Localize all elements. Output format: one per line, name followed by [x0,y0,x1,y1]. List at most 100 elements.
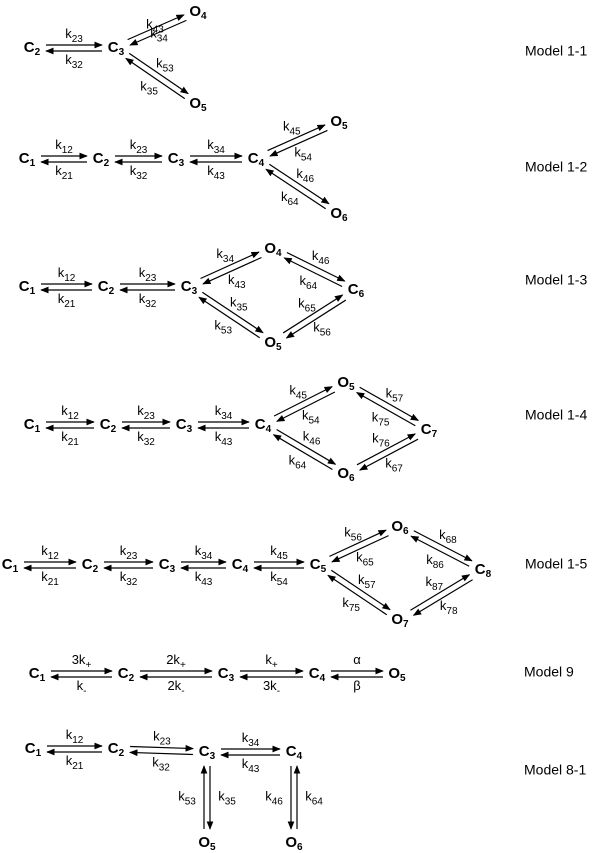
arrow-c3-o5-bwd [125,57,186,100]
state-c3: C3 [218,665,235,684]
rate-k46-4: k46 [265,789,283,807]
state-c8: C8 [475,561,492,580]
rate-k34-2: k34 [216,247,234,265]
rate-k21-b0: k21 [55,163,73,181]
rate-k35-2: k35 [140,79,158,97]
state-o6: O6 [330,205,348,224]
rate-k65-b4: k65 [356,550,374,568]
rate-k23-1: k23 [120,543,138,561]
arrow-o5-c6-fwd [282,294,344,334]
rate-k43-b2: k43 [242,756,260,774]
arrow-c3-o4-fwd [127,14,185,41]
rate-k43-b2: k43 [195,569,213,587]
arrow-c4-o6-bwd [272,434,333,470]
rate-k12-0: k12 [61,403,79,421]
rate-k34-1: k34 [150,26,168,44]
rate-k32-b1: k32 [139,291,157,309]
state-o5: O5 [264,334,282,353]
arrow-c5-o7-fwd [330,569,391,611]
rate-k23-1: k23 [137,403,155,421]
rate-k32-b1: k32 [130,163,148,181]
arrow-c3-o5-fwd [201,291,264,334]
rate-k64-b4: k64 [305,789,323,807]
rate-k21-b0: k21 [61,429,79,447]
rate-k21-b0: k21 [66,753,84,771]
state-c2: C2 [93,150,110,169]
arrow-o5-c7-fwd [359,386,420,422]
rate-k56-4: k56 [344,525,362,543]
rate-k57-5: k57 [386,386,404,404]
rate-k32-b1: k32 [152,755,170,773]
rate-k32-b1: k32 [137,429,155,447]
rate-k64-b4: k64 [299,273,317,291]
rate-k53-b3: k53 [178,789,196,807]
state-c4: C4 [232,556,249,575]
rate-k54-b3: k54 [302,408,320,426]
rate-k67-6: k67 [385,456,403,474]
rate-k53-b3: k53 [214,318,232,336]
model-8-1-label: Model 8-1 [524,762,586,778]
state-o5: O5 [189,95,207,114]
rate-k75-b5: k75 [372,410,390,428]
rate-k78-7: k78 [440,598,458,616]
rate-k46-4: k46 [296,166,314,184]
rate-k23-1: k23 [130,137,148,155]
rate-k32-b1: k32 [120,569,138,587]
state-c4: C4 [309,665,326,684]
rate-k23-1: k23 [139,265,157,283]
rate-k64-b4: k64 [281,190,299,208]
model-1-1-label: Model 1-1 [525,43,587,59]
state-o5: O5 [337,374,355,393]
rate--b3: β [353,678,360,693]
arrow-c3-o4-bwd [129,19,187,46]
arrow-c4-o6-fwd [268,163,330,205]
rate-k46-4: k46 [312,248,330,266]
rate-k76-b6: k76 [372,431,390,449]
rate-k57-5: k57 [358,572,376,590]
arrow-o5-c6-bwd [285,299,347,339]
rate-k34-2: k34 [195,543,213,561]
model-1-5-label: Model 1-5 [525,556,587,572]
state-o6: O6 [285,834,303,853]
rate-k87-b7: k87 [425,574,443,592]
arrow-c3-o5-bwd [198,296,261,339]
rate-k43-b1: k43 [146,17,164,35]
rate-k34-2: k34 [242,730,260,748]
rate-k34-2: k34 [215,403,233,421]
state-c3: C3 [181,278,198,297]
rate-k43-b2: k43 [215,429,233,447]
rate-k21-b0: k21 [41,569,59,587]
rate-k32-b0: k32 [65,52,83,70]
state-c1: C1 [29,665,46,684]
rate-k45-3: k45 [283,119,301,137]
rate-k43-b2: k43 [207,163,225,181]
rate-k12-0: k12 [66,727,84,745]
state-c4: C4 [248,150,265,169]
rate-k68-6: k68 [439,528,457,546]
arrow-c4-o5-bwd [269,129,328,157]
state-c6: C6 [348,281,365,300]
rate-2k-1: 2k+ [166,652,186,670]
arrow-c3-o5-fwd [128,52,189,95]
model-1-2-label: Model 1-2 [525,159,587,175]
state-c1: C1 [19,278,36,297]
state-c1: C1 [24,416,41,435]
state-o6: O6 [391,518,409,537]
state-o4: O4 [264,240,282,259]
arrow-o6-c8-bwd [410,535,470,567]
rate-k54-b3: k54 [270,569,288,587]
rate-k12-0: k12 [55,137,73,155]
state-c3: C3 [108,39,125,58]
arrow-o5-c7-bwd [355,391,416,427]
rate-k45-3: k45 [289,383,307,401]
arrow-o6-c8-fwd [413,530,473,562]
rate-k-b0: k- [77,678,87,696]
arrow-c5-o7-bwd [327,574,388,616]
state-c2: C2 [100,416,117,435]
rate-3k-0: 3k+ [72,652,92,670]
